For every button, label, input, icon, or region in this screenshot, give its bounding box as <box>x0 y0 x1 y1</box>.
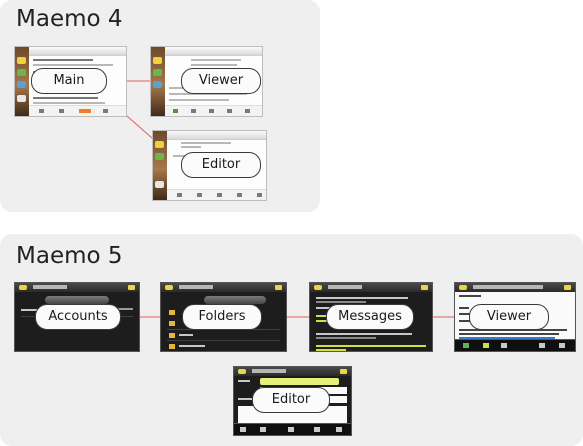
label-maemo4-main: Main <box>31 68 107 94</box>
label-maemo5-editor: Editor <box>252 387 330 413</box>
label-maemo5-viewer: Viewer <box>469 304 549 330</box>
label-maemo5-messages: Messages <box>326 304 414 330</box>
maemo5-title: Maemo 5 <box>16 243 123 269</box>
label-maemo5-accounts: Accounts <box>35 304 121 330</box>
label-maemo4-viewer: Viewer <box>181 68 261 94</box>
label-maemo5-folders: Folders <box>182 304 262 330</box>
maemo4-title: Maemo 4 <box>16 6 123 32</box>
label-maemo4-editor: Editor <box>181 152 261 178</box>
